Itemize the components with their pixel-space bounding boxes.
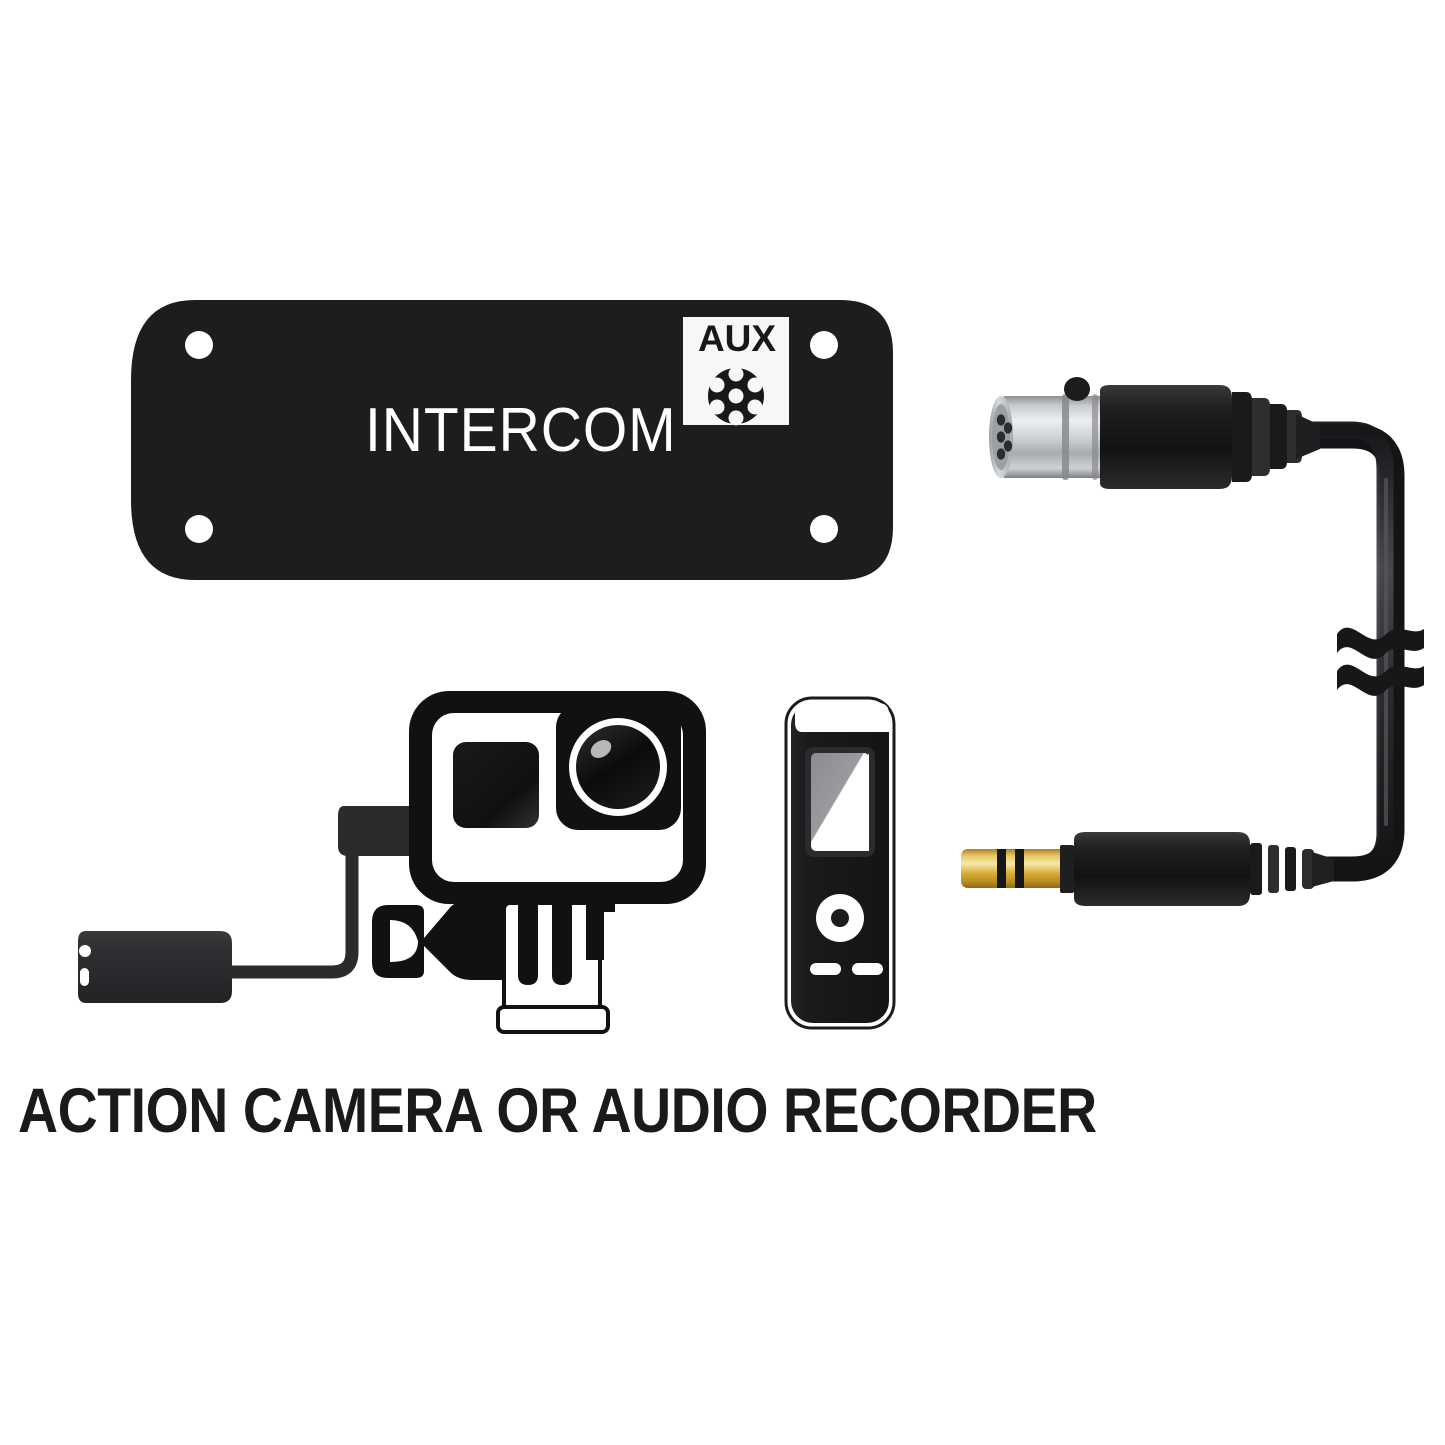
mount-prong (552, 903, 572, 985)
connector-strain-relief (1232, 392, 1302, 482)
adapter-port-indicator (79, 945, 91, 957)
camera-side-adapter-tab (338, 806, 418, 856)
connector-pin-hole (1003, 422, 1013, 434)
mounting-hole-bottom-right (810, 515, 838, 543)
connector-pin-hole (1003, 440, 1013, 452)
diagram-caption: ACTION CAMERA OR AUDIO RECORDER (18, 1076, 1097, 1146)
recorder-pill-button-left (810, 963, 841, 975)
trs-plug[interactable] (961, 832, 1334, 906)
mount-prong (518, 903, 538, 985)
adapter-port-slot (80, 968, 89, 986)
mounting-hole-bottom-left (185, 515, 213, 543)
camera-quick-release-clip (372, 900, 502, 980)
cable-break-mark-lower (1337, 664, 1424, 696)
camera-lens (576, 725, 660, 809)
action-camera[interactable] (372, 691, 706, 1034)
recorder-mic-cap (795, 703, 889, 732)
trs-ring-1 (997, 849, 1006, 888)
connector-alignment-key (1064, 377, 1090, 401)
recorder-pill-button-right (852, 963, 883, 975)
mounting-hole-top-right (810, 331, 838, 359)
camera-screen (453, 742, 539, 828)
multi-pin-connector[interactable] (989, 377, 1320, 489)
trs-ring-2 (1015, 849, 1024, 888)
mounting-hole-top-left (185, 331, 213, 359)
caption-area: ACTION CAMERA OR AUDIO RECORDER (0, 1075, 1445, 1155)
connector-pin-hole (996, 414, 1006, 426)
cable-break-mark-upper (1337, 627, 1424, 659)
connector-pin-hole (996, 448, 1006, 460)
camera-lens-highlight (590, 740, 612, 758)
adapter-cable (225, 835, 359, 979)
connector-pin-hole (996, 431, 1006, 443)
intercom-panel-label: INTERCOM (365, 396, 677, 465)
aux-connector-icon (708, 366, 764, 426)
mount-prong (586, 903, 604, 960)
audio-recorder[interactable] (784, 696, 896, 1030)
camera-tripod-mount (490, 897, 615, 1034)
mic-adapter[interactable] (78, 931, 232, 1003)
aux-badge-label: AUX (697, 318, 777, 359)
trs-strain-relief (1250, 843, 1314, 895)
aux-port-badge[interactable] (683, 317, 789, 426)
